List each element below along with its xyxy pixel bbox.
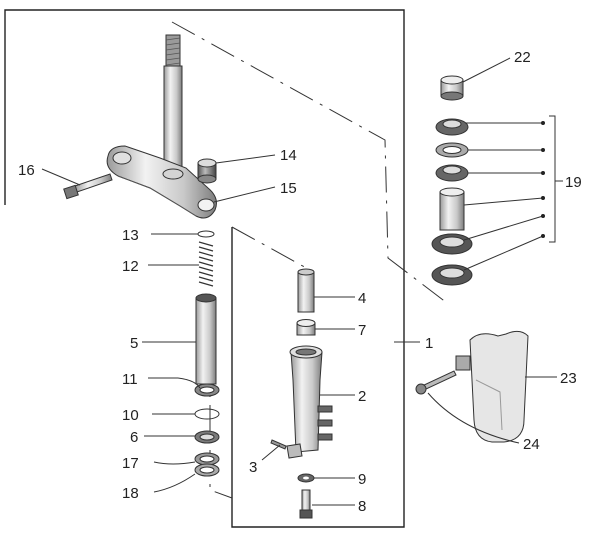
small-screw	[270, 439, 287, 450]
callout-24: 24	[523, 436, 540, 453]
callout-23: 23	[560, 370, 577, 387]
callout-13: 13	[122, 227, 139, 244]
callout-16: 16	[18, 162, 35, 179]
group-bracket	[463, 115, 563, 271]
callout-7: 7	[358, 322, 366, 339]
assembly-frame	[4, 9, 405, 528]
callout-labels: 1 2 3 4 5 6 7 8 9 10 11 12 13 14 15 16 1…	[18, 49, 582, 515]
callout-9: 9	[358, 471, 366, 488]
leader-lines	[41, 57, 557, 506]
washer	[297, 473, 315, 483]
bearing-set	[431, 75, 473, 286]
callout-22: 22	[514, 49, 531, 66]
bottom-bolt	[299, 489, 313, 519]
callout-1: 1	[425, 335, 433, 352]
callout-14: 14	[280, 147, 297, 164]
callout-15: 15	[280, 180, 297, 197]
callout-10: 10	[122, 407, 139, 424]
callout-8: 8	[358, 498, 366, 515]
callout-3: 3	[249, 459, 257, 476]
cover	[455, 330, 529, 443]
tube	[195, 293, 217, 385]
callout-6: 6	[130, 429, 138, 446]
cap	[197, 158, 217, 184]
callout-19: 19	[565, 174, 582, 191]
callout-2: 2	[358, 388, 366, 405]
callout-12: 12	[122, 258, 139, 275]
callout-4: 4	[358, 290, 366, 307]
cover-screw	[415, 370, 457, 395]
callout-17: 17	[122, 455, 139, 472]
callout-18: 18	[122, 485, 139, 502]
steering-stem	[106, 34, 217, 219]
callout-5: 5	[130, 335, 138, 352]
bolt	[63, 173, 113, 200]
spring	[198, 241, 214, 287]
bushing	[296, 319, 316, 336]
callout-11: 11	[122, 371, 138, 388]
fork-leg	[286, 345, 333, 459]
seal-stack	[194, 383, 220, 477]
ring	[197, 230, 215, 238]
rod	[297, 268, 315, 313]
